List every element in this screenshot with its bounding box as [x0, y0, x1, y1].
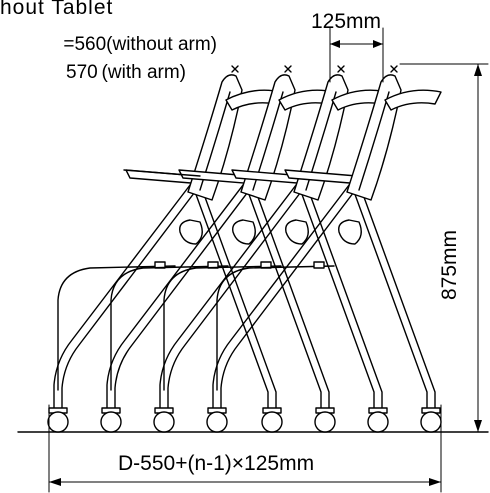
chair-4-rear-leg-inner — [356, 177, 436, 411]
chair-2-seat-pad — [232, 219, 256, 245]
chair-1-front-leg — [53, 167, 204, 411]
chair-4-front-leg-inner — [220, 171, 370, 411]
height-arrow-top — [474, 64, 482, 76]
gap-arrow-right — [373, 40, 383, 48]
width-with-arm-label: 570 (with arm) — [66, 62, 186, 83]
chair-4-armrest — [384, 89, 442, 111]
chair-2-base-frame — [110, 265, 229, 391]
chair-2-rear-caster — [314, 411, 336, 433]
chair-2-front-leg-inner — [114, 171, 264, 411]
chair-3-backrest — [293, 74, 349, 201]
chair-1-front-leg-inner — [61, 171, 211, 411]
chair-3-pivot-mark — [337, 65, 345, 73]
chair-2-backrest — [240, 74, 296, 201]
title-text: hout Tablet — [0, 0, 114, 19]
chair-4-front-leg — [212, 167, 363, 411]
stack-gap-dimension: 125mm — [311, 10, 382, 33]
chair-2-rear-leg-inner — [250, 177, 330, 411]
chair-2-front-caster — [100, 411, 122, 433]
chair-4-pivot-mark — [390, 65, 398, 73]
width-without-arm-label: =560(without arm) — [63, 34, 217, 55]
height-arrow-bottom — [474, 420, 482, 432]
chair-1-backrest — [187, 74, 243, 201]
chair-3-rear-caster — [367, 411, 389, 433]
chair-2-rear-leg — [242, 177, 322, 411]
chair-2-front-leg — [106, 167, 257, 411]
chair-3-base-frame — [163, 265, 282, 391]
tablet-edge — [123, 169, 201, 177]
stack-depth-dimension: D-550+(n-1)×125mm — [118, 452, 315, 475]
chair-1-rear-leg — [189, 177, 269, 411]
width-without-arm-text: =560(without arm) — [0, 34, 217, 56]
chair-3-rear-leg-inner — [303, 177, 383, 411]
chair-3-seat-pad — [285, 219, 309, 245]
chair-4-base-frame — [216, 265, 335, 391]
chair-1-rear-caster — [261, 411, 283, 433]
chair-1-base-frame — [57, 265, 176, 391]
chair-4-rear-leg — [348, 177, 428, 411]
depth-arrow-right — [429, 478, 441, 486]
chair-4-base-clip — [313, 261, 325, 269]
gap-arrow-left — [330, 40, 340, 48]
chair-1-seat-pad — [179, 219, 203, 245]
chair-3-front-caster — [153, 411, 175, 433]
depth-arrow-left — [49, 478, 61, 486]
chair-4-rear-caster — [420, 411, 442, 433]
chair-1-front-caster — [47, 411, 69, 433]
chair-1-pivot-mark — [231, 65, 239, 73]
chair-3-front-leg-inner — [167, 171, 317, 411]
chair-4-front-caster — [206, 411, 228, 433]
chair-3-front-leg — [159, 167, 310, 411]
stack-height-dimension: 875mm — [438, 229, 461, 300]
width-with-arm-text: 570 (with arm) — [0, 62, 186, 84]
chair-3-rear-leg — [295, 177, 375, 411]
chair-4-backrest — [346, 74, 402, 201]
chair-2-pivot-mark — [284, 65, 292, 73]
chair-1-rear-leg-inner — [197, 177, 277, 411]
chair-4-seat-pad — [338, 219, 362, 245]
